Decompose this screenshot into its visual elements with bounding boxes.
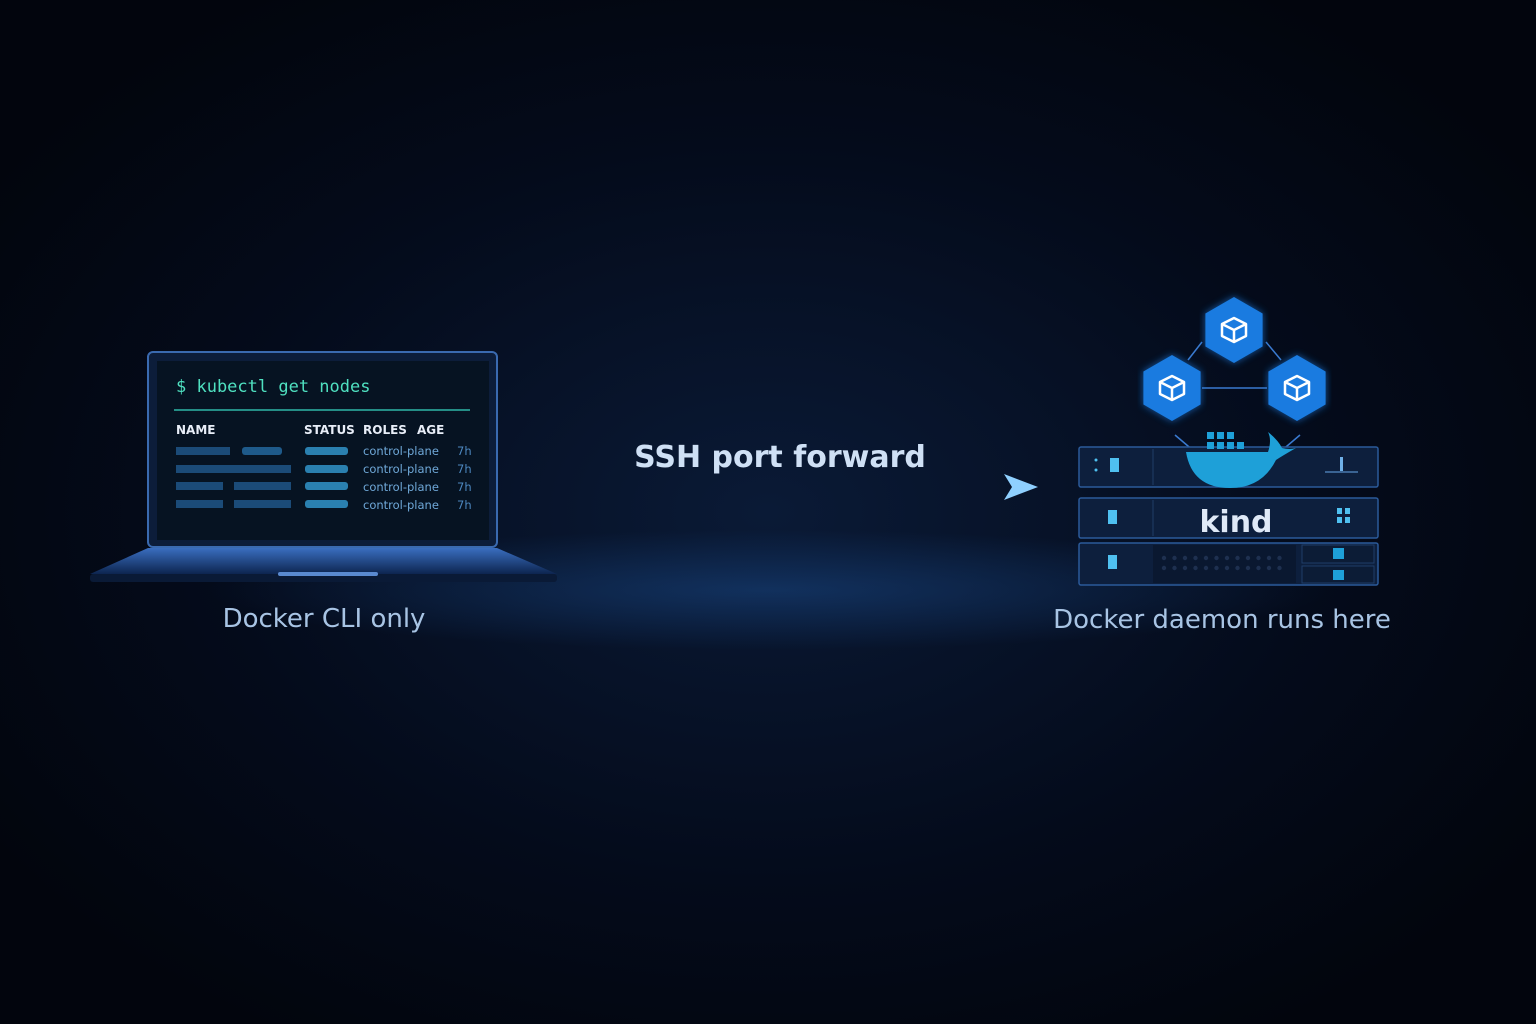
name-bar xyxy=(176,447,230,455)
led-dot xyxy=(1094,468,1098,472)
vent-hole xyxy=(1193,565,1198,571)
vent-hole xyxy=(1214,555,1219,561)
terminal-command: $ kubectl get nodes xyxy=(176,377,370,397)
node-cube-icon xyxy=(1143,355,1201,421)
vent-hole xyxy=(1224,555,1230,561)
row-age: 7h xyxy=(457,462,472,476)
led-icon xyxy=(1108,555,1117,569)
vent-hole xyxy=(1266,565,1272,571)
header-roles: ROLES xyxy=(363,423,407,437)
vent-hole xyxy=(1277,565,1282,571)
cluster-nodes xyxy=(1143,297,1326,421)
row-role: control-plane xyxy=(363,462,439,476)
row-role: control-plane xyxy=(363,444,439,458)
vent-grille xyxy=(1153,545,1296,583)
vent-hole xyxy=(1235,565,1240,571)
led-dot xyxy=(1094,458,1098,462)
vent-hole xyxy=(1214,565,1219,571)
vent-hole xyxy=(1193,555,1198,561)
table-row: control-plane 7h xyxy=(176,498,472,512)
connection-label: SSH port forward xyxy=(634,440,926,475)
name-bar xyxy=(234,482,291,490)
header-age: AGE xyxy=(417,423,444,437)
laptop-base-edge xyxy=(90,574,557,582)
client-caption: Docker CLI only xyxy=(223,604,426,634)
port-icon xyxy=(1340,457,1343,471)
led-icon xyxy=(1110,458,1119,472)
vent-hole xyxy=(1235,555,1240,561)
row-age: 7h xyxy=(457,444,472,458)
name-bar xyxy=(176,500,223,508)
name-bar xyxy=(176,482,223,490)
name-bar xyxy=(242,447,282,455)
vent-hole xyxy=(1203,565,1209,571)
laptop: $ kubectl get nodes NAME STATUS ROLES AG… xyxy=(90,351,557,582)
drive-led-icon xyxy=(1333,548,1344,559)
vent-hole xyxy=(1172,555,1177,561)
name-bar xyxy=(176,465,291,473)
table-header: NAME STATUS ROLES AGE xyxy=(176,423,444,437)
status-badge xyxy=(305,500,348,508)
name-bar xyxy=(234,500,291,508)
drive-led-icon xyxy=(1333,570,1344,580)
laptop-base xyxy=(90,548,557,574)
table-row: control-plane 7h xyxy=(176,480,472,494)
row-age: 7h xyxy=(457,498,472,512)
header-name: NAME xyxy=(176,423,215,437)
vent-hole xyxy=(1182,555,1188,561)
node-cube-icon xyxy=(1205,297,1263,363)
arrow-head-icon xyxy=(1004,474,1038,500)
ssh-arrow xyxy=(510,474,1038,500)
docker-whale-icon xyxy=(1186,432,1296,488)
status-badge xyxy=(305,447,348,455)
row-role: control-plane xyxy=(363,498,439,512)
server-label: kind xyxy=(1199,505,1272,540)
vent-hole xyxy=(1203,555,1209,561)
vent-hole xyxy=(1245,565,1251,571)
led-icon xyxy=(1108,510,1117,524)
node-cube-icon xyxy=(1268,355,1326,421)
vent-hole xyxy=(1256,555,1261,561)
status-badge xyxy=(305,482,348,490)
vent-holes xyxy=(1161,555,1282,571)
status-badge xyxy=(305,465,348,473)
vent-hole xyxy=(1245,555,1251,561)
table-row: control-plane 7h xyxy=(176,462,472,476)
laptop-notch xyxy=(278,572,378,576)
vent-hole xyxy=(1266,555,1272,561)
vent-hole xyxy=(1161,565,1167,571)
server-caption: Docker daemon runs here xyxy=(1053,605,1391,635)
grid-icon xyxy=(1337,508,1350,523)
vent-hole xyxy=(1161,555,1167,561)
row-age: 7h xyxy=(457,480,472,494)
vent-hole xyxy=(1277,555,1282,561)
vent-hole xyxy=(1224,565,1230,571)
table-row: control-plane 7h xyxy=(176,444,472,458)
row-role: control-plane xyxy=(363,480,439,494)
vent-hole xyxy=(1256,565,1261,571)
server-unit-middle xyxy=(1078,497,1379,539)
vent-hole xyxy=(1172,565,1177,571)
header-status: STATUS xyxy=(304,423,355,437)
vent-hole xyxy=(1182,565,1188,571)
server-stack: kind xyxy=(1078,297,1379,586)
